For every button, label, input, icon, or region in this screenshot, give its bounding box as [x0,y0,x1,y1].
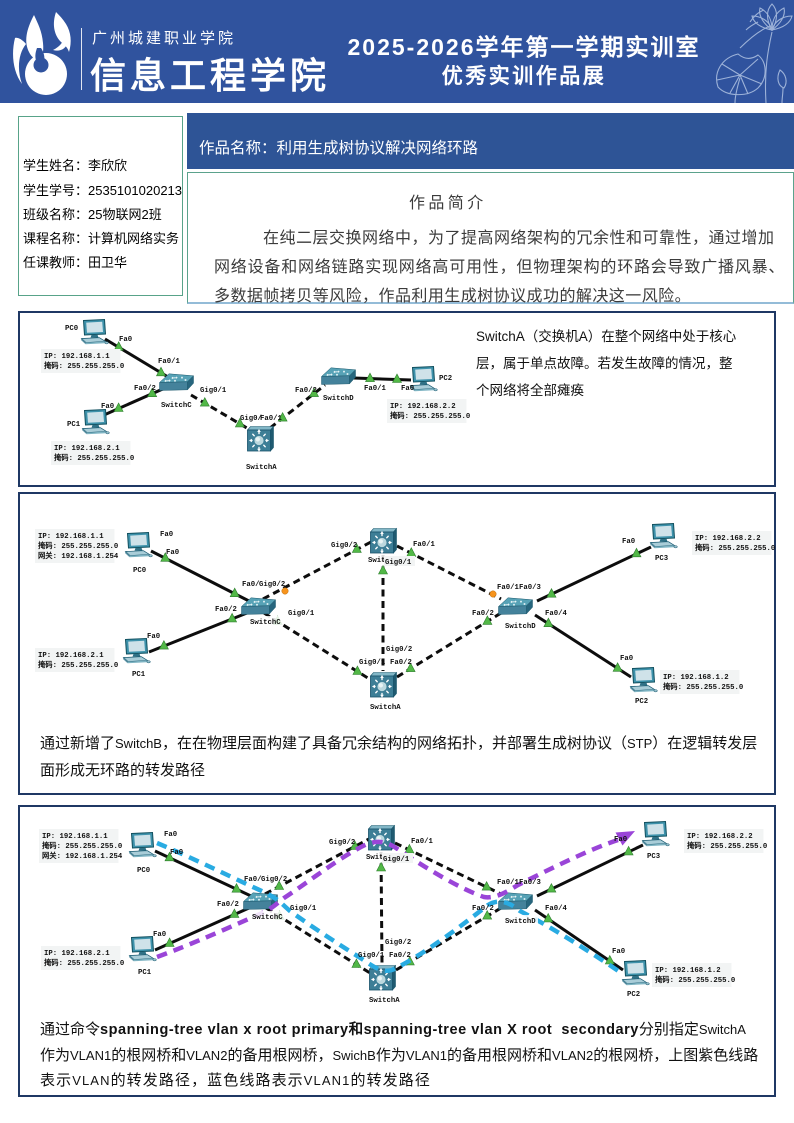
svg-text:Fa0/2: Fa0/2 [472,610,494,618]
svg-text:掩码: 255.255.255.0: 掩码: 255.255.255.0 [42,841,122,851]
svg-text:IP: 192.168.1.1: IP: 192.168.1.1 [38,533,104,541]
svg-text:Gig0/1: Gig0/1 [290,905,317,913]
svg-text:SwitchD: SwitchD [505,623,536,631]
svg-text:掩码: 255.255.255.0: 掩码: 255.255.255.0 [38,660,118,670]
svg-text:PC0: PC0 [65,325,78,333]
svg-text:PC2: PC2 [439,375,452,383]
svg-text:Fa0/2: Fa0/2 [295,387,317,395]
svg-text:Fa0: Fa0 [614,836,627,844]
svg-text:Fa0: Fa0 [160,531,173,539]
svg-text:掩码: 255.255.255.0: 掩码: 255.255.255.0 [687,841,767,851]
svg-text:Fa0/1: Fa0/1 [497,879,520,887]
svg-text:Fa0/1: Fa0/1 [158,358,181,366]
svg-text:掩码: 255.255.255.0: 掩码: 255.255.255.0 [695,543,775,553]
svg-text:Gig0/2: Gig0/2 [386,646,412,654]
svg-text:Fa0/1: Fa0/1 [364,385,387,393]
svg-text:Fa0/3: Fa0/3 [519,584,542,592]
svg-text:IP: 192.168.1.1: IP: 192.168.1.1 [42,833,108,841]
svg-text:Gig0/1: Gig0/1 [288,610,315,618]
svg-text:IP: 192.168.2.1: IP: 192.168.2.1 [54,445,120,453]
svg-text:Gig0/2: Gig0/2 [261,876,287,884]
svg-text:Gig0/1: Gig0/1 [383,856,410,864]
svg-text:SwitchC: SwitchC [252,914,283,922]
svg-text:PC1: PC1 [138,969,152,977]
svg-text:掩码: 255.255.255.0: 掩码: 255.255.255.0 [54,453,134,463]
svg-text:SwitchC: SwitchC [250,619,281,627]
svg-text:PC3: PC3 [647,853,661,861]
svg-text:网关: 192.168.1.254: 网关: 192.168.1.254 [42,851,123,861]
svg-text:Fa0: Fa0 [620,655,633,663]
svg-text:Fa0: Fa0 [147,633,160,641]
svg-text:Gig0/2: Gig0/2 [259,581,285,589]
svg-text:Gig0/2: Gig0/2 [385,939,411,947]
svg-text:Fa0: Fa0 [101,403,114,411]
svg-text:SwitchD: SwitchD [323,395,354,403]
svg-text:SwitchD: SwitchD [505,918,536,926]
svg-text:掩码: 255.255.255.0: 掩码: 255.255.255.0 [390,411,470,421]
svg-text:Fa0/1: Fa0/1 [260,415,283,423]
svg-text:PC0: PC0 [137,867,150,875]
svg-text:PC1: PC1 [67,421,81,429]
svg-text:SwitchB: SwitchB [368,557,399,565]
svg-text:Fa0/: Fa0/ [242,581,260,589]
svg-text:Fa0: Fa0 [170,849,183,857]
svg-text:SwitchC: SwitchC [161,402,192,410]
svg-text:IP: 192.168.2.2: IP: 192.168.2.2 [687,833,753,841]
svg-text:Gig0/2: Gig0/2 [331,542,357,550]
svg-text:Fa0/1: Fa0/1 [411,838,434,846]
svg-text:Fa0/1: Fa0/1 [497,584,520,592]
svg-text:PC3: PC3 [655,555,669,563]
svg-text:Fa0: Fa0 [164,831,177,839]
svg-text:掩码: 255.255.255.0: 掩码: 255.255.255.0 [44,361,124,371]
svg-text:Fa0/2: Fa0/2 [134,385,156,393]
svg-text:PC2: PC2 [627,991,640,999]
svg-text:Fa0/: Fa0/ [244,876,262,884]
svg-text:Fa0/2: Fa0/2 [389,952,411,960]
svg-text:Fa0: Fa0 [153,931,166,939]
svg-text:IP: 192.168.2.1: IP: 192.168.2.1 [44,950,110,958]
svg-text:SwitchB: SwitchB [366,854,397,862]
svg-text:Gig0/2: Gig0/2 [329,839,355,847]
svg-text:网关: 192.168.1.254: 网关: 192.168.1.254 [38,551,119,561]
svg-text:掩码: 255.255.255.0: 掩码: 255.255.255.0 [663,682,743,692]
svg-text:PC1: PC1 [132,671,146,679]
svg-text:掩码: 255.255.255.0: 掩码: 255.255.255.0 [38,541,118,551]
svg-text:IP: 192.168.2.2: IP: 192.168.2.2 [695,535,761,543]
svg-text:PC2: PC2 [635,698,648,706]
svg-text:Gig0/1: Gig0/1 [200,387,227,395]
svg-text:IP: 192.168.1.1: IP: 192.168.1.1 [44,353,110,361]
svg-text:PC0: PC0 [133,567,146,575]
svg-text:SwitchA: SwitchA [246,464,277,472]
svg-text:Fa0/2: Fa0/2 [390,659,412,667]
svg-text:Fa0/2: Fa0/2 [472,905,494,913]
svg-text:Gig0/1: Gig0/1 [385,559,412,567]
svg-text:IP: 192.168.1.2: IP: 192.168.1.2 [663,674,729,682]
svg-text:掩码: 255.255.255.0: 掩码: 255.255.255.0 [44,958,124,968]
svg-text:Fa0: Fa0 [622,538,635,546]
svg-text:Fa0/1: Fa0/1 [413,541,436,549]
svg-text:Fa0/2: Fa0/2 [217,901,239,909]
svg-text:IP: 192.168.2.1: IP: 192.168.2.1 [38,652,104,660]
svg-text:IP: 192.168.1.2: IP: 192.168.1.2 [655,967,721,975]
svg-text:Fa0: Fa0 [119,336,132,344]
svg-text:Gig0/1: Gig0/1 [359,659,386,667]
svg-text:Fa0: Fa0 [612,948,625,956]
svg-text:Fa0/4: Fa0/4 [545,905,568,913]
svg-text:Fa0/4: Fa0/4 [545,610,568,618]
svg-text:Fa0: Fa0 [166,549,179,557]
svg-text:Fa0: Fa0 [401,385,414,393]
svg-text:Gig0/1: Gig0/1 [358,952,385,960]
svg-text:Fa0/3: Fa0/3 [519,879,542,887]
svg-text:IP: 192.168.2.2: IP: 192.168.2.2 [390,403,456,411]
svg-text:掩码: 255.255.255.0: 掩码: 255.255.255.0 [655,975,735,985]
svg-text:SwitchA: SwitchA [370,704,401,712]
svg-text:SwitchA: SwitchA [369,997,400,1005]
svg-text:Fa0/2: Fa0/2 [215,606,237,614]
svg-text:Gig0/: Gig0/ [240,415,263,423]
